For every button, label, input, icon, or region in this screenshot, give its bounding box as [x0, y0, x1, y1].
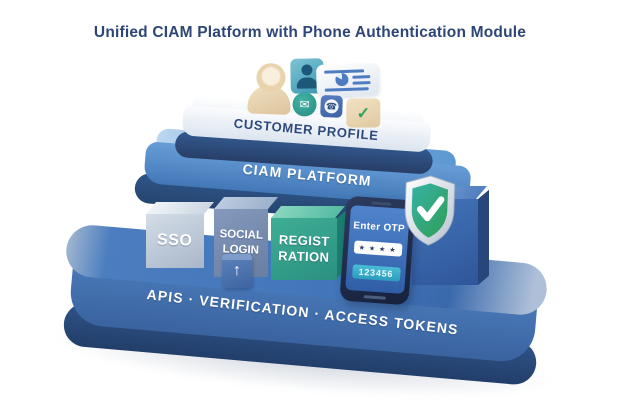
otp-code-button: 123456 — [351, 264, 401, 282]
phone-camera-notch — [370, 201, 391, 206]
sso-module-cube: SSO — [146, 202, 215, 268]
email-badge-icon: ✉ — [292, 92, 317, 117]
profile-report-card-icon — [315, 62, 379, 97]
pie-chart-icon — [335, 72, 349, 87]
shield-check-icon — [398, 173, 462, 248]
sso-cube-top — [146, 202, 215, 214]
report-line — [324, 87, 369, 92]
up-arrow-icon: ↑ — [233, 262, 241, 279]
auth-cube-side — [478, 189, 489, 285]
report-line — [352, 75, 371, 79]
phone-chat-badge-icon: ☎ — [320, 94, 343, 118]
id-card-person-icon — [301, 64, 313, 76]
otp-input-field: ★ ★ ★ ★ — [353, 240, 403, 257]
identity-icon-cluster: ✉ ☎ ✓ — [245, 53, 397, 130]
checkmark-icon: ✓ — [356, 104, 370, 122]
registration-label: REGISTRATION — [277, 231, 330, 265]
verified-box-icon: ✓ — [346, 98, 381, 128]
phone-icon: ☎ — [324, 99, 339, 114]
envelope-icon: ✉ — [299, 97, 310, 112]
sso-cube-front: SSO — [146, 214, 204, 268]
registration-module-cube: REGISTRATION — [271, 206, 347, 292]
registration-cube-top — [271, 206, 346, 218]
sso-label: SSO — [157, 231, 193, 250]
social-login-cube-top — [214, 197, 279, 209]
launch-arrow-badge: ↑ — [222, 254, 252, 288]
report-line — [352, 81, 371, 85]
registration-cube-front: REGISTRATION — [271, 218, 337, 280]
page-title: Unified CIAM Platform with Phone Authent… — [93, 24, 527, 41]
phone-home-bar — [363, 295, 386, 300]
